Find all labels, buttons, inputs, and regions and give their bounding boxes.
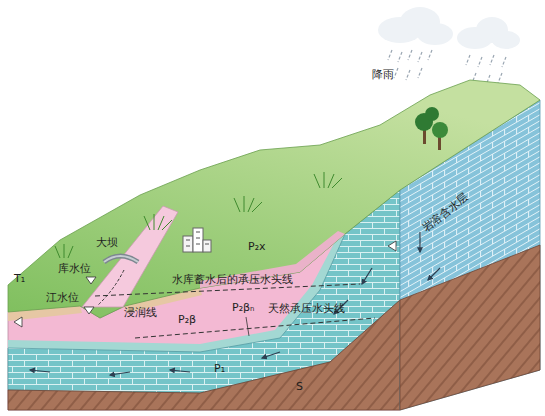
block-front-part	[8, 300, 400, 410]
water-lines	[14, 241, 396, 338]
head-line-label: 水库蓄水后的承压水头线	[172, 273, 293, 287]
water-lines-part	[84, 307, 94, 314]
formation-label: P₂βₙ	[232, 301, 254, 315]
buildings-part	[203, 240, 211, 252]
top-surface-part	[104, 256, 138, 262]
formation-label: S	[296, 380, 303, 394]
water-lines-part	[86, 277, 96, 284]
flow-arrows-part	[30, 370, 50, 372]
trees	[415, 107, 448, 150]
seepage-label: 浸润线	[124, 306, 157, 320]
flow-arrows-part	[170, 370, 190, 372]
buildings	[183, 228, 211, 252]
grass-part	[55, 244, 73, 258]
formation-label: P₁	[214, 362, 225, 376]
flow-arrows-part	[362, 268, 372, 284]
trees-part	[425, 107, 439, 121]
buildings-part	[183, 236, 193, 252]
flow-arrows-part	[428, 268, 440, 280]
top-surface	[8, 80, 540, 318]
formation-label: P₂β	[178, 313, 196, 327]
top-surface-part	[104, 256, 138, 262]
water-lines-part	[388, 241, 396, 251]
rain-label: 降雨	[372, 68, 394, 82]
trees-part	[432, 122, 448, 138]
water-lines-part	[14, 317, 22, 327]
flow-arrows-part	[419, 232, 420, 252]
clouds-rain	[378, 7, 520, 85]
water-lines-part	[98, 270, 124, 305]
top-surface-part	[82, 206, 178, 307]
formation-label: T₁	[14, 272, 25, 286]
water-lines-part	[246, 317, 249, 336]
dam-label: 大坝	[96, 236, 118, 250]
flow-arrows	[30, 232, 440, 375]
water-level-label: 库水位	[58, 262, 91, 276]
water-lines-part	[135, 318, 375, 338]
grass-part	[234, 196, 262, 212]
buildings-part	[186, 232, 209, 246]
head-line-label: 天然承压水头线	[268, 302, 345, 316]
block-right-face-part	[400, 245, 540, 410]
clouds-rain-part	[388, 50, 506, 85]
top-surface-part	[8, 80, 540, 318]
grass-part	[144, 214, 172, 230]
flow-arrows-part	[262, 352, 280, 358]
flow-arrows-part	[110, 372, 130, 375]
formation-label: P₂x	[248, 240, 266, 254]
trees-part	[438, 136, 441, 150]
grass-part	[314, 172, 342, 188]
clouds-rain-part	[492, 31, 520, 49]
grass	[55, 172, 342, 258]
clouds-rain-part	[417, 23, 453, 45]
water-level-label: 江水位	[46, 291, 79, 305]
